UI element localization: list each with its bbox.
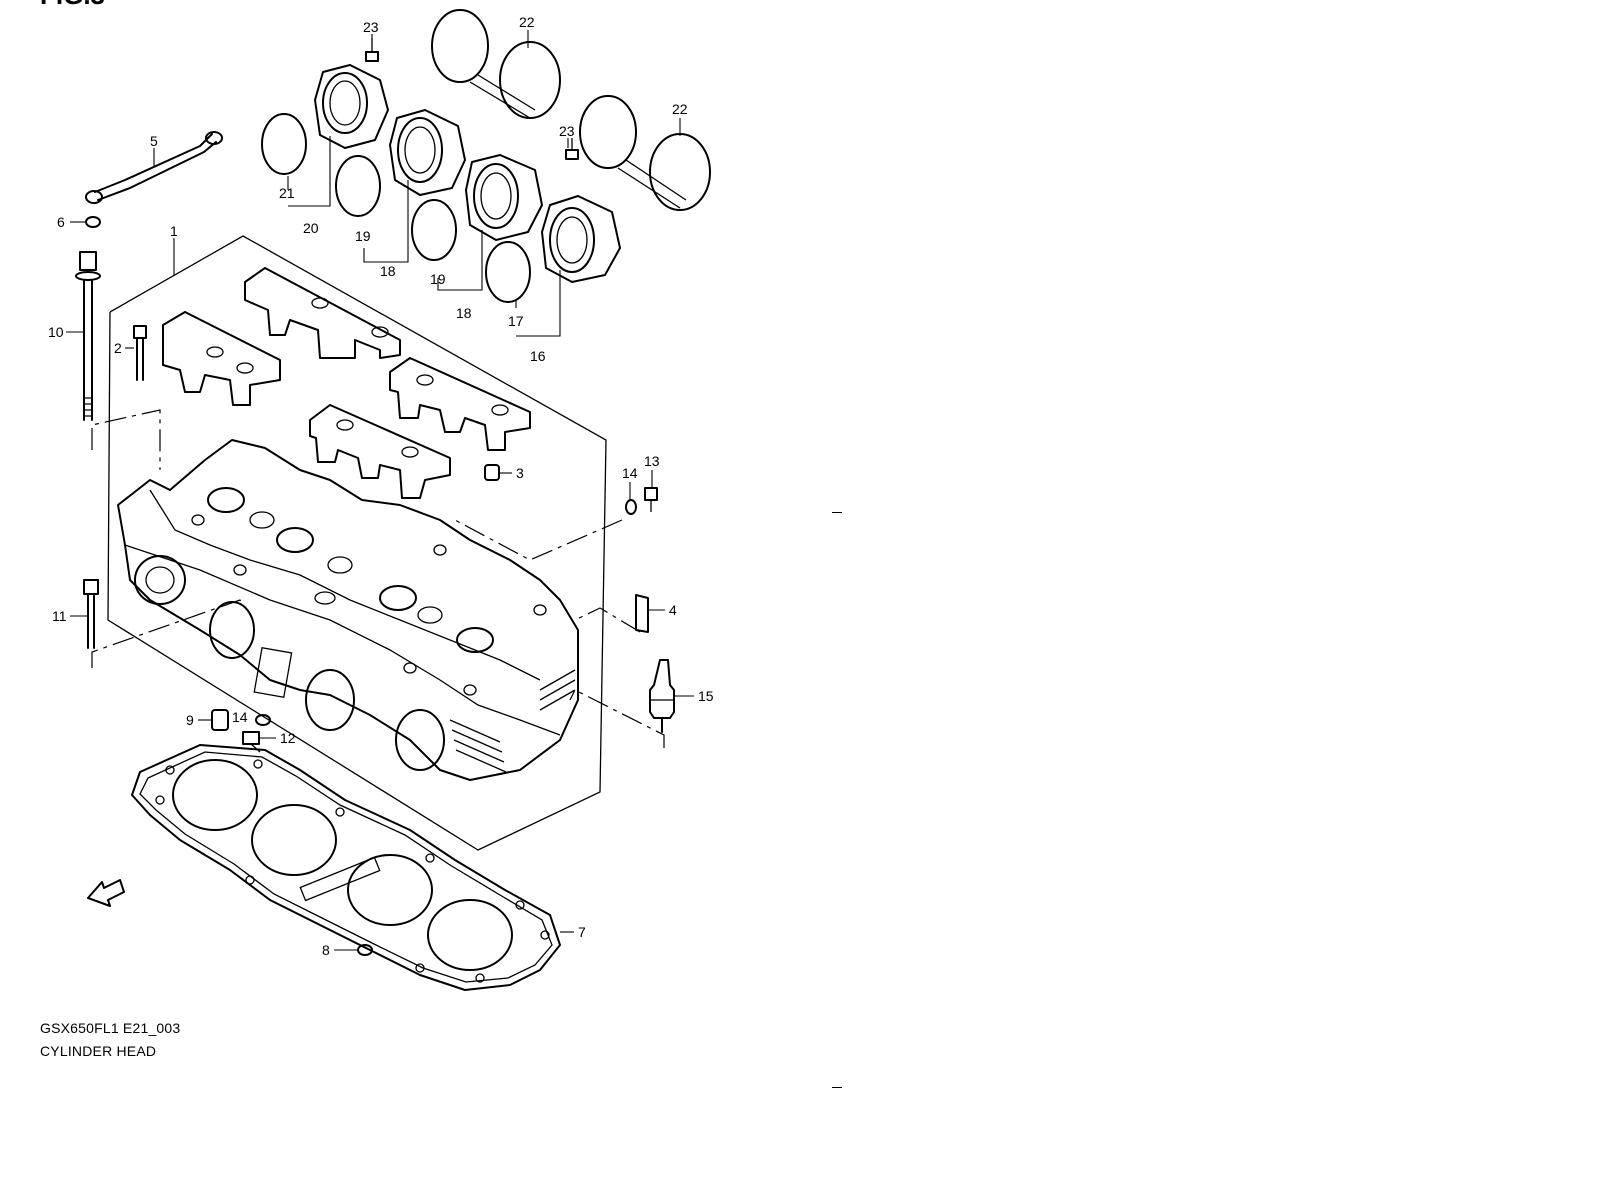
- screw-23b: [565, 138, 579, 160]
- caption-title: CYLINDER HEAD: [40, 1043, 157, 1059]
- callout-19a: 19: [355, 228, 371, 244]
- callout-15: 15: [698, 688, 714, 704]
- intake-pipe-18a: [389, 109, 466, 196]
- fwd-arrow-icon: FWD: [87, 879, 125, 907]
- fwd-label: FWD: [97, 885, 118, 901]
- callout-3: 3: [516, 465, 524, 481]
- o-ring-21: [261, 113, 307, 175]
- callout-23a: 23: [363, 19, 379, 35]
- callout-14a: 14: [622, 465, 638, 481]
- mark-dash-upper: [832, 512, 842, 513]
- callout-12: 12: [280, 730, 296, 746]
- caption-model-code: GSX650FL1 E21_003: [40, 1020, 181, 1036]
- callout-7: 7: [578, 924, 586, 940]
- cylinder-head: [117, 439, 579, 781]
- callout-2: 2: [114, 340, 122, 356]
- callout-16: 16: [530, 348, 546, 364]
- dowel-9: [211, 709, 229, 731]
- ref-line-plug15: [569, 689, 665, 748]
- callout-8: 8: [322, 942, 330, 958]
- callout-11: 11: [52, 608, 67, 624]
- washer-6: [85, 216, 101, 228]
- assembly-box: [107, 235, 607, 851]
- ref-line-pin4: [574, 607, 641, 633]
- washer-14b: [255, 714, 271, 726]
- callout-13: 13: [644, 453, 660, 469]
- camshaft-holder-right: [389, 357, 531, 451]
- o-ring-19b: [411, 199, 457, 261]
- clamp-22b: [579, 95, 711, 211]
- callout-18a: 18: [380, 263, 396, 279]
- figure-label: FIG.3: [40, 0, 105, 10]
- bolt-13: [644, 487, 658, 512]
- bolt-10: [75, 251, 101, 421]
- callout-9: 9: [186, 712, 194, 728]
- camshaft-holder-left: [162, 311, 281, 406]
- intake-pipe-16: [541, 195, 621, 283]
- intake-pipe-20: [314, 64, 389, 149]
- ref-line-plug13: [454, 519, 623, 561]
- bolt-2: [133, 325, 147, 381]
- dowel-3: [484, 464, 500, 481]
- mark-dash-lower: [832, 1087, 842, 1088]
- o-ring-19a: [335, 155, 381, 217]
- callout-10: 10: [48, 324, 64, 340]
- head-gasket-7: [131, 744, 561, 991]
- callout-4: 4: [669, 602, 677, 618]
- callout-20: 20: [303, 220, 319, 236]
- screw-23a: [365, 38, 379, 62]
- callout-5: 5: [150, 133, 158, 149]
- callout-labels: 1 2 3 4 5 6 7 8 9 10 11 12 13 14 14 15 1…: [48, 14, 714, 958]
- callout-1: 1: [170, 223, 178, 239]
- callout-21: 21: [279, 185, 295, 201]
- callout-22b: 22: [672, 101, 688, 117]
- o-ring-17: [485, 241, 531, 303]
- clamp-22a: [431, 9, 561, 119]
- ref-line-bolt10: [91, 409, 161, 470]
- bolt-11: [83, 579, 99, 649]
- leader-lines: [66, 30, 694, 951]
- callout-23b: 23: [559, 123, 575, 139]
- oil-pipe-5: [85, 131, 223, 204]
- spark-plug-15: [649, 659, 675, 733]
- pin-4: [635, 594, 649, 633]
- callout-22a: 22: [519, 14, 535, 30]
- washer-14a: [625, 499, 637, 515]
- callout-18b: 18: [456, 305, 472, 321]
- callout-19b: 19: [430, 271, 446, 287]
- callout-14b: 14: [232, 709, 248, 725]
- camshaft-holder-rear: [244, 267, 401, 359]
- intake-pipe-18b: [465, 154, 543, 241]
- callout-6: 6: [57, 214, 65, 230]
- camshaft-holder-front: [309, 404, 451, 499]
- callout-17: 17: [508, 313, 524, 329]
